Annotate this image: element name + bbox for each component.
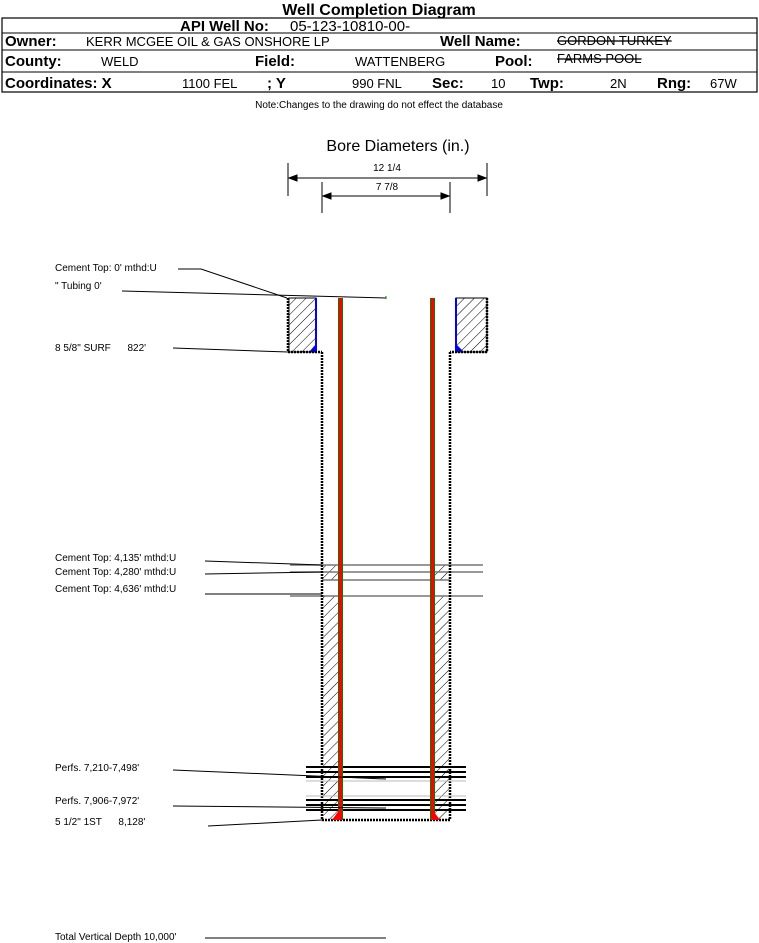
api-label: API Well No: <box>180 18 269 35</box>
cement-bands <box>290 564 483 820</box>
rng-value: 67W <box>710 76 737 91</box>
label-tubing: " Tubing 0' <box>55 281 102 292</box>
county-value: WELD <box>101 54 139 69</box>
bore-dimensions <box>287 163 488 213</box>
tubing <box>332 298 440 820</box>
label-surf-casing: 8 5/8" SURF 822' <box>55 343 146 354</box>
county-label: County: <box>5 53 62 70</box>
production-casing <box>320 352 452 822</box>
label-cement-top-0: Cement Top: 0' mthd:U <box>55 263 157 274</box>
field-value: WATTENBERG <box>355 54 445 69</box>
twp-value: 2N <box>610 76 627 91</box>
coord-x-label: Coordinates: X <box>5 75 112 92</box>
owner-value: KERR MCGEE OIL & GAS ONSHORE LP <box>86 34 330 49</box>
sec-value: 10 <box>491 76 505 91</box>
label-perfs-2: Perfs. 7,906-7,972' <box>55 796 139 807</box>
label-tvd: Total Vertical Depth 10,000' <box>55 932 177 943</box>
diagram-title: Well Completion Diagram <box>282 2 476 19</box>
label-cement-4135: Cement Top: 4,135' mthd:U <box>55 553 176 564</box>
coord-y-label: ; Y <box>267 75 286 92</box>
perforations <box>306 766 466 811</box>
label-production-casing: 5 1/2" 1ST 8,128' <box>55 817 145 828</box>
well-name-label: Well Name: <box>440 33 521 50</box>
label-cement-4280: Cement Top: 4,280' mthd:U <box>55 567 176 578</box>
api-value: 05-123-10810-00- <box>290 18 410 35</box>
owner-label: Owner: <box>5 33 57 50</box>
well-name-line2: FARMS POOL <box>557 51 642 66</box>
label-perfs-1: Perfs. 7,210-7,498' <box>55 763 139 774</box>
bore-title: Bore Diameters (in.) <box>326 138 469 155</box>
label-cement-4636: Cement Top: 4,636' mthd:U <box>55 584 176 595</box>
twp-label: Twp: <box>530 75 564 92</box>
coord-x-value: 1100 FEL <box>182 76 237 91</box>
field-label: Field: <box>255 53 295 70</box>
leader-lines <box>121 268 387 939</box>
coord-y-value: 990 FNL <box>352 76 402 91</box>
bore-outer-label: 12 1/4 <box>373 163 401 174</box>
rng-label: Rng: <box>657 75 691 92</box>
well-name-line1: GORDON TURKEY <box>557 33 672 48</box>
header-table <box>1 17 758 93</box>
note: Note:Changes to the drawing do not effec… <box>255 100 503 111</box>
pool-label: Pool: <box>495 53 533 70</box>
sec-label: Sec: <box>432 75 464 92</box>
bore-inner-label: 7 7/8 <box>376 182 399 193</box>
surface-casing <box>286 297 489 354</box>
